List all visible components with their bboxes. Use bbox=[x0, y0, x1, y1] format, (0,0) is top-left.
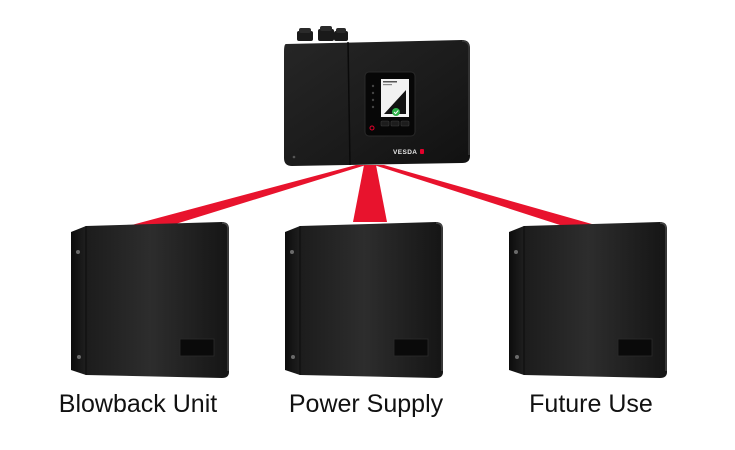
link-to-blowback-unit bbox=[124, 165, 366, 235]
connection-links bbox=[124, 165, 606, 235]
module-power-supply bbox=[285, 222, 443, 378]
status-ok-icon bbox=[392, 108, 400, 116]
label-future-use: Future Use bbox=[529, 390, 653, 418]
module-future-use bbox=[509, 222, 667, 378]
pipe-inlets bbox=[297, 26, 348, 41]
display-panel bbox=[364, 71, 416, 137]
module-blowback-unit bbox=[71, 222, 229, 378]
nav-button bbox=[380, 120, 390, 127]
nav-button bbox=[400, 120, 410, 127]
brand-accent-mark bbox=[420, 149, 424, 154]
label-blowback-unit: Blowback Unit bbox=[58, 390, 218, 418]
link-to-future-use bbox=[374, 165, 606, 235]
module-vent bbox=[617, 338, 653, 357]
power-icon bbox=[369, 125, 375, 131]
main-detector-unit: VESDA bbox=[284, 26, 470, 166]
module-vent bbox=[179, 338, 215, 357]
module-vent bbox=[393, 338, 429, 357]
label-power-supply: Power Supply bbox=[288, 390, 444, 418]
main-unit-indicator-dot bbox=[292, 155, 296, 159]
link-to-power-supply bbox=[353, 165, 387, 222]
main-unit-brand: VESDA bbox=[393, 149, 417, 156]
nav-button bbox=[390, 120, 400, 127]
